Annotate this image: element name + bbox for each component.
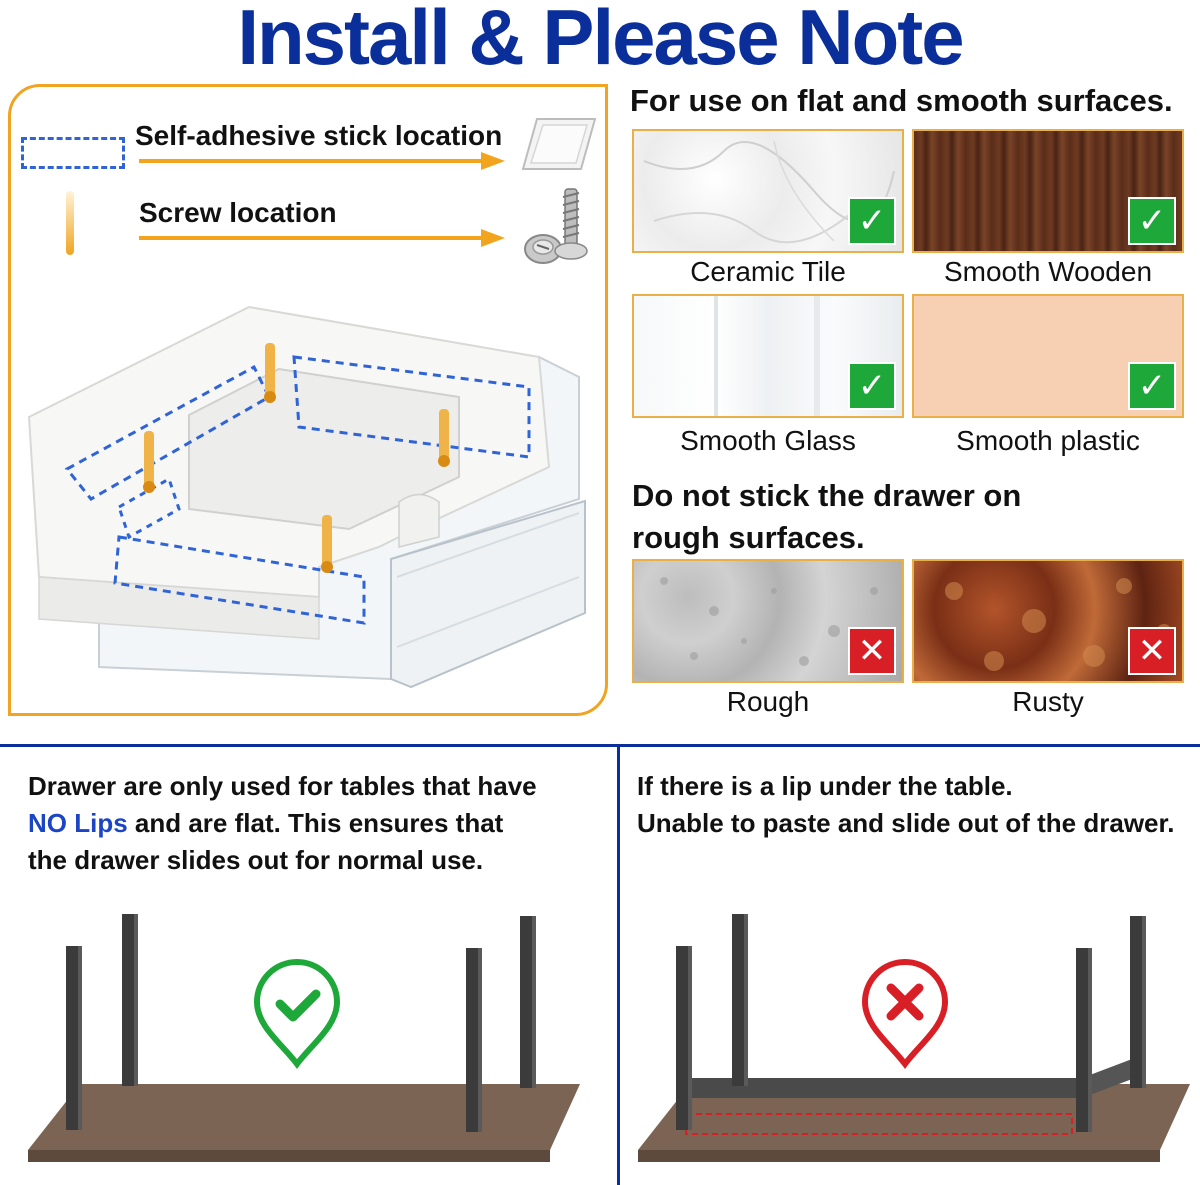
table-no-lip-illustration: [20, 900, 600, 1170]
adhesive-legend-swatch: [21, 137, 125, 169]
screw-legend-swatch: [66, 191, 74, 255]
rejected-pin-icon: [860, 958, 950, 1070]
tile-label-ceramic: Ceramic Tile: [690, 256, 846, 287]
rusty-swatch: ✕: [912, 559, 1184, 683]
note-with-lip: If there is a lip under the table. Unabl…: [637, 768, 1200, 842]
ceramic-tile-swatch: ✓: [632, 129, 904, 253]
smooth-surfaces-heading: For use on flat and smooth surfaces.: [630, 83, 1173, 118]
drawer-illustration: [19, 247, 603, 709]
tile-label-rusty: Rusty: [1012, 686, 1084, 717]
check-badge: ✓: [848, 362, 896, 410]
check-badge: ✓: [1128, 362, 1176, 410]
note-left-line2: NO Lips and are flat. This ensures that: [28, 805, 608, 842]
note-no-lips: Drawer are only used for tables that hav…: [28, 768, 608, 879]
adhesive-legend-label: Self-adhesive stick location: [135, 120, 503, 151]
plastic-swatch: ✓: [912, 294, 1184, 418]
note-left-line1: Drawer are only used for tables that hav…: [28, 771, 537, 801]
note-right-line1: If there is a lip under the table.: [637, 771, 1013, 801]
tile-label-glass: Smooth Glass: [680, 425, 856, 456]
cross-badge: ✕: [848, 627, 896, 675]
glass-swatch: ✓: [632, 294, 904, 418]
cross-badge: ✕: [1128, 627, 1176, 675]
rough-heading-line2: rough surfaces.: [632, 520, 865, 555]
install-panel: Self-adhesive stick location Screw locat…: [8, 84, 608, 716]
rough-swatch: ✕: [632, 559, 904, 683]
screw-legend-label: Screw location: [139, 197, 337, 228]
no-lips-highlight: NO Lips: [28, 808, 128, 838]
tile-label-plastic: Smooth plastic: [956, 425, 1140, 456]
screw-arrow-head: [481, 229, 505, 247]
rough-surfaces-heading: Do not stick the drawer on rough surface…: [632, 475, 1021, 559]
rough-heading-line1: Do not stick the drawer on: [632, 478, 1022, 513]
check-badge: ✓: [848, 197, 896, 245]
check-badge: ✓: [1128, 197, 1176, 245]
adhesive-strip-icon: [519, 117, 597, 171]
note-right-line2: Unable to paste and slide out of the dra…: [637, 808, 1175, 838]
section-divider-vertical: [617, 744, 620, 1185]
screw-arrow: [139, 236, 485, 240]
approved-pin-icon: [252, 958, 342, 1070]
note-left-line2-rest: and are flat. This ensures that: [127, 808, 504, 838]
tile-label-rough: Rough: [726, 686, 810, 717]
table-with-lip-illustration: [630, 900, 1200, 1170]
section-divider-horizontal: [0, 744, 1200, 747]
tile-label-wooden: Smooth Wooden: [943, 256, 1153, 287]
page-title: Install & Please Note: [237, 0, 964, 81]
note-left-line3: the drawer slides out for normal use.: [28, 845, 484, 875]
wooden-swatch: ✓: [912, 129, 1184, 253]
adhesive-arrow-head: [481, 152, 505, 170]
adhesive-arrow: [139, 159, 487, 163]
screw-icon: [519, 183, 599, 271]
